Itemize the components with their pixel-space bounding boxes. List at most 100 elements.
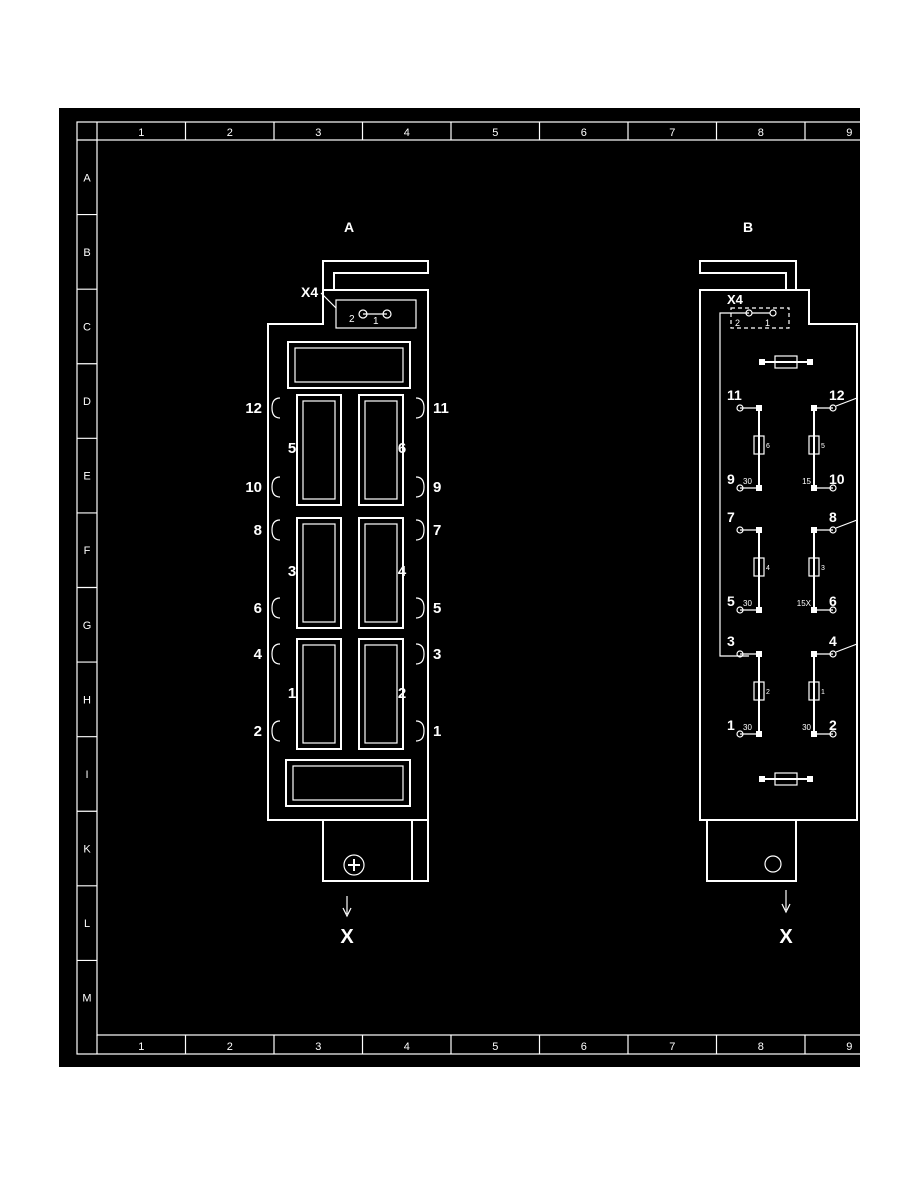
- grid-row-label: K: [83, 844, 91, 856]
- grid-row-label: M: [82, 993, 91, 1005]
- terminal-label-b: 12: [829, 387, 845, 403]
- terminal-point-b: [829, 606, 837, 614]
- terminal-point-b: [736, 526, 744, 534]
- relay-slot-inner-a: [302, 523, 336, 623]
- terminal-label-b: 6: [829, 593, 837, 609]
- terminal-point-b: [736, 484, 744, 492]
- terminal-point-b: [736, 606, 744, 614]
- terminal-point-b: [829, 650, 837, 658]
- terminal-10-a: 10: [245, 479, 262, 496]
- terminal-clip-right-a: [415, 519, 425, 541]
- fuse-symbol-top-b: [774, 355, 798, 369]
- screw-icon-a: [343, 854, 365, 876]
- terminal-label-b: 8: [829, 509, 837, 525]
- view-b-title: B: [743, 219, 753, 235]
- terminal-11-a: 11: [433, 400, 449, 417]
- terminal-label-b: 9: [727, 471, 735, 487]
- grid-col-label-top: 8: [758, 127, 764, 139]
- arrow-x-label-a: X: [340, 926, 354, 948]
- relay-coil-number-b: 3: [821, 565, 825, 572]
- relay-slot-inner-a: [364, 644, 398, 744]
- terminal-label-b: 5: [727, 593, 735, 609]
- terminal-8-a: 8: [254, 522, 262, 539]
- terminal-point-b: [829, 526, 837, 534]
- relay-slot-a: [358, 638, 404, 750]
- relay-slot-a: [296, 638, 342, 750]
- terminal-sub-label-b: 15X: [797, 599, 812, 608]
- grid-row-label: L: [84, 918, 90, 930]
- mounting-hole-icon-b: [764, 855, 782, 873]
- relay-slot-a: [358, 517, 404, 629]
- terminal-2-a: 2: [254, 723, 262, 740]
- relay-number-4-a: 4: [398, 563, 407, 580]
- x4-pin-2-b: 2: [735, 318, 740, 328]
- fuse-symbol-top-b-end: [759, 359, 765, 365]
- relay-coil-number-b: 6: [766, 443, 770, 450]
- terminal-point-b: [736, 404, 744, 412]
- relay-coil-b: [808, 435, 820, 455]
- grid-col-label-top: 7: [669, 127, 675, 139]
- relay-slot-a: [296, 394, 342, 506]
- grid-row-label: F: [84, 545, 91, 557]
- relay-coil-b: [808, 681, 820, 701]
- terminal-sub-label-b: 30: [743, 723, 752, 732]
- terminal-clip-left-a: [271, 519, 281, 541]
- relay-number-5-a: 5: [288, 440, 296, 457]
- terminal-lead-b: [835, 397, 858, 407]
- terminal-clip-left-a: [271, 643, 281, 665]
- relay-slot-a: [358, 394, 404, 506]
- grid-col-label-top: 1: [138, 127, 144, 139]
- grid-col-label-bottom: 7: [669, 1041, 675, 1053]
- fuse-symbol-bottom-b-end: [807, 776, 813, 782]
- arrow-x-label-b: X: [779, 926, 793, 948]
- x4-connector-a: [335, 299, 417, 329]
- x4-pin-1-b: 1: [765, 318, 770, 328]
- grid-col-label-bottom: 8: [758, 1041, 764, 1053]
- fuse-symbol-bottom-b-end: [759, 776, 765, 782]
- relay-coil-b: [808, 557, 820, 577]
- terminal-sub-label-b: 30: [743, 599, 752, 608]
- grid-col-label-top: 3: [315, 127, 321, 139]
- relay-slot-inner-a: [364, 523, 398, 623]
- grid-col-label-top: 2: [227, 127, 233, 139]
- terminal-label-b: 3: [727, 633, 735, 649]
- view-a-title: A: [344, 219, 354, 235]
- terminal-clip-right-a: [415, 720, 425, 742]
- terminal-point-b: [829, 484, 837, 492]
- terminal-point-b: [829, 404, 837, 412]
- grid-col-label-top: 6: [581, 127, 587, 139]
- x4-label-a: X4: [301, 284, 318, 300]
- terminal-3-a: 3: [433, 646, 441, 663]
- fuse-symbol-top-b-end: [807, 359, 813, 365]
- grid-row-label: A: [83, 172, 91, 184]
- x4-pin-2-a: 2: [349, 314, 355, 325]
- grid-col-label-top: 9: [846, 127, 852, 139]
- terminal-label-b: 10: [829, 471, 845, 487]
- terminal-clip-right-a: [415, 597, 425, 619]
- terminal-5-a: 5: [433, 600, 441, 617]
- grid-row-label: H: [83, 694, 91, 706]
- view-a: A X4 2 1 5 6 3 4 1 2 12 10 8 6 4 2: [245, 219, 449, 948]
- x4-label-b: X4: [727, 292, 744, 307]
- relay-number-1-a: 1: [288, 685, 296, 702]
- terminal-label-b: 4: [829, 633, 837, 649]
- terminal-sub-label-b: 15: [802, 477, 811, 486]
- terminal-6-a: 6: [254, 600, 262, 617]
- grid-row-label: C: [83, 321, 91, 333]
- terminal-clip-left-a: [271, 476, 281, 498]
- grid-row-label: E: [83, 471, 90, 483]
- relay-number-6-a: 6: [398, 440, 406, 457]
- grid-col-label-bottom: 1: [138, 1041, 144, 1053]
- terminal-clip-left-a: [271, 397, 281, 419]
- grid-row-label: I: [85, 769, 88, 781]
- terminal-label-b: 7: [727, 509, 735, 525]
- relay-slot-a: [296, 517, 342, 629]
- relay-number-3-a: 3: [288, 563, 296, 580]
- grid-col-label-bottom: 9: [846, 1041, 852, 1053]
- relay-coil-number-b: 5: [821, 443, 825, 450]
- relay-coil-number-b: 4: [766, 565, 770, 572]
- relay-coil-b: [753, 681, 765, 701]
- terminal-7-a: 7: [433, 522, 441, 539]
